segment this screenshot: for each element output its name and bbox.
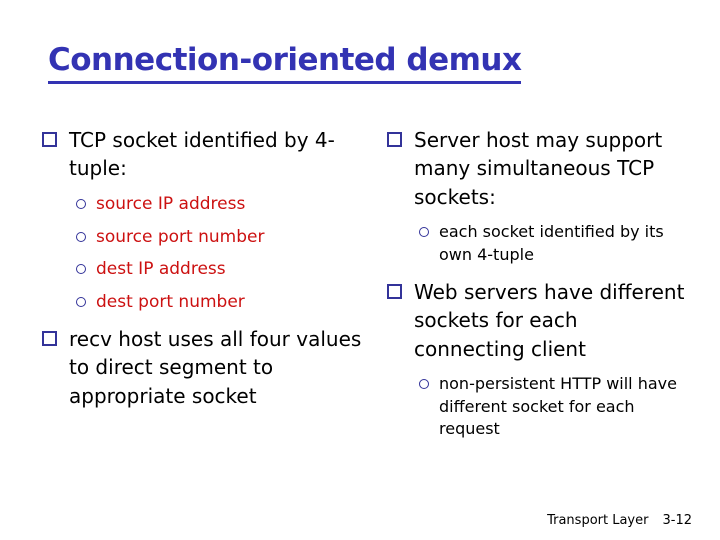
sub-bullet-text: non-persistent HTTP will have different … — [439, 374, 677, 438]
bullet-item-text: Web servers have different sockets for e… — [414, 279, 685, 361]
left-column: TCP socket identified by 4-tuple: source… — [40, 126, 375, 449]
sub-bullet-item: non-persistent HTTP will have different … — [419, 373, 690, 440]
slide-footer: Transport Layer 3-12 — [547, 513, 692, 528]
circle-bullet-icon — [419, 379, 429, 390]
bullet-item: recv host uses all four values to direct… — [40, 325, 375, 410]
square-bullet-icon — [387, 132, 402, 147]
sub-bullet-item: source IP address — [76, 193, 375, 217]
bullet-item-text: Server host may support many simultaneou… — [414, 128, 663, 209]
sub-bullet-item: dest port number — [76, 291, 375, 315]
bullet-item-text: TCP socket identified by 4-tuple: — [69, 128, 335, 181]
bullet-item: Web servers have different sockets for e… — [385, 278, 690, 363]
circle-bullet-icon — [76, 264, 86, 275]
sub-bullet-item: each socket identified by its own 4-tupl… — [419, 221, 690, 266]
slide-title-text: Connection-oriented demux — [48, 42, 522, 84]
bullet-item: TCP socket identified by 4-tuple: — [40, 126, 375, 183]
sub-bullet-text: source IP address — [96, 193, 246, 214]
sub-bullet-text: each socket identified by its own 4-tupl… — [439, 222, 664, 264]
circle-bullet-icon — [419, 227, 429, 238]
sub-bullet-list: source IP address source port number des… — [40, 193, 375, 315]
circle-bullet-icon — [76, 297, 86, 308]
square-bullet-icon — [387, 283, 402, 299]
bullet-item: Server host may support many simultaneou… — [385, 126, 690, 211]
sub-bullet-item: source port number — [76, 226, 375, 250]
square-bullet-icon — [42, 132, 57, 147]
square-bullet-icon — [42, 330, 57, 346]
sub-bullet-text: dest IP address — [96, 259, 226, 280]
slide-title: Connection-oriented demux — [48, 42, 522, 84]
right-column: Server host may support many simultaneou… — [385, 126, 690, 449]
circle-bullet-icon — [76, 231, 86, 242]
footer-section-label: Transport Layer — [547, 513, 649, 528]
sub-bullet-item: dest IP address — [76, 258, 375, 282]
sub-bullet-text: dest port number — [96, 292, 245, 313]
footer-page-number: 3-12 — [662, 513, 692, 528]
sub-bullet-text: source port number — [96, 226, 265, 247]
slide-body: TCP socket identified by 4-tuple: source… — [40, 126, 690, 449]
bullet-item-text: recv host uses all four values to direct… — [69, 326, 362, 408]
circle-bullet-icon — [76, 198, 86, 209]
